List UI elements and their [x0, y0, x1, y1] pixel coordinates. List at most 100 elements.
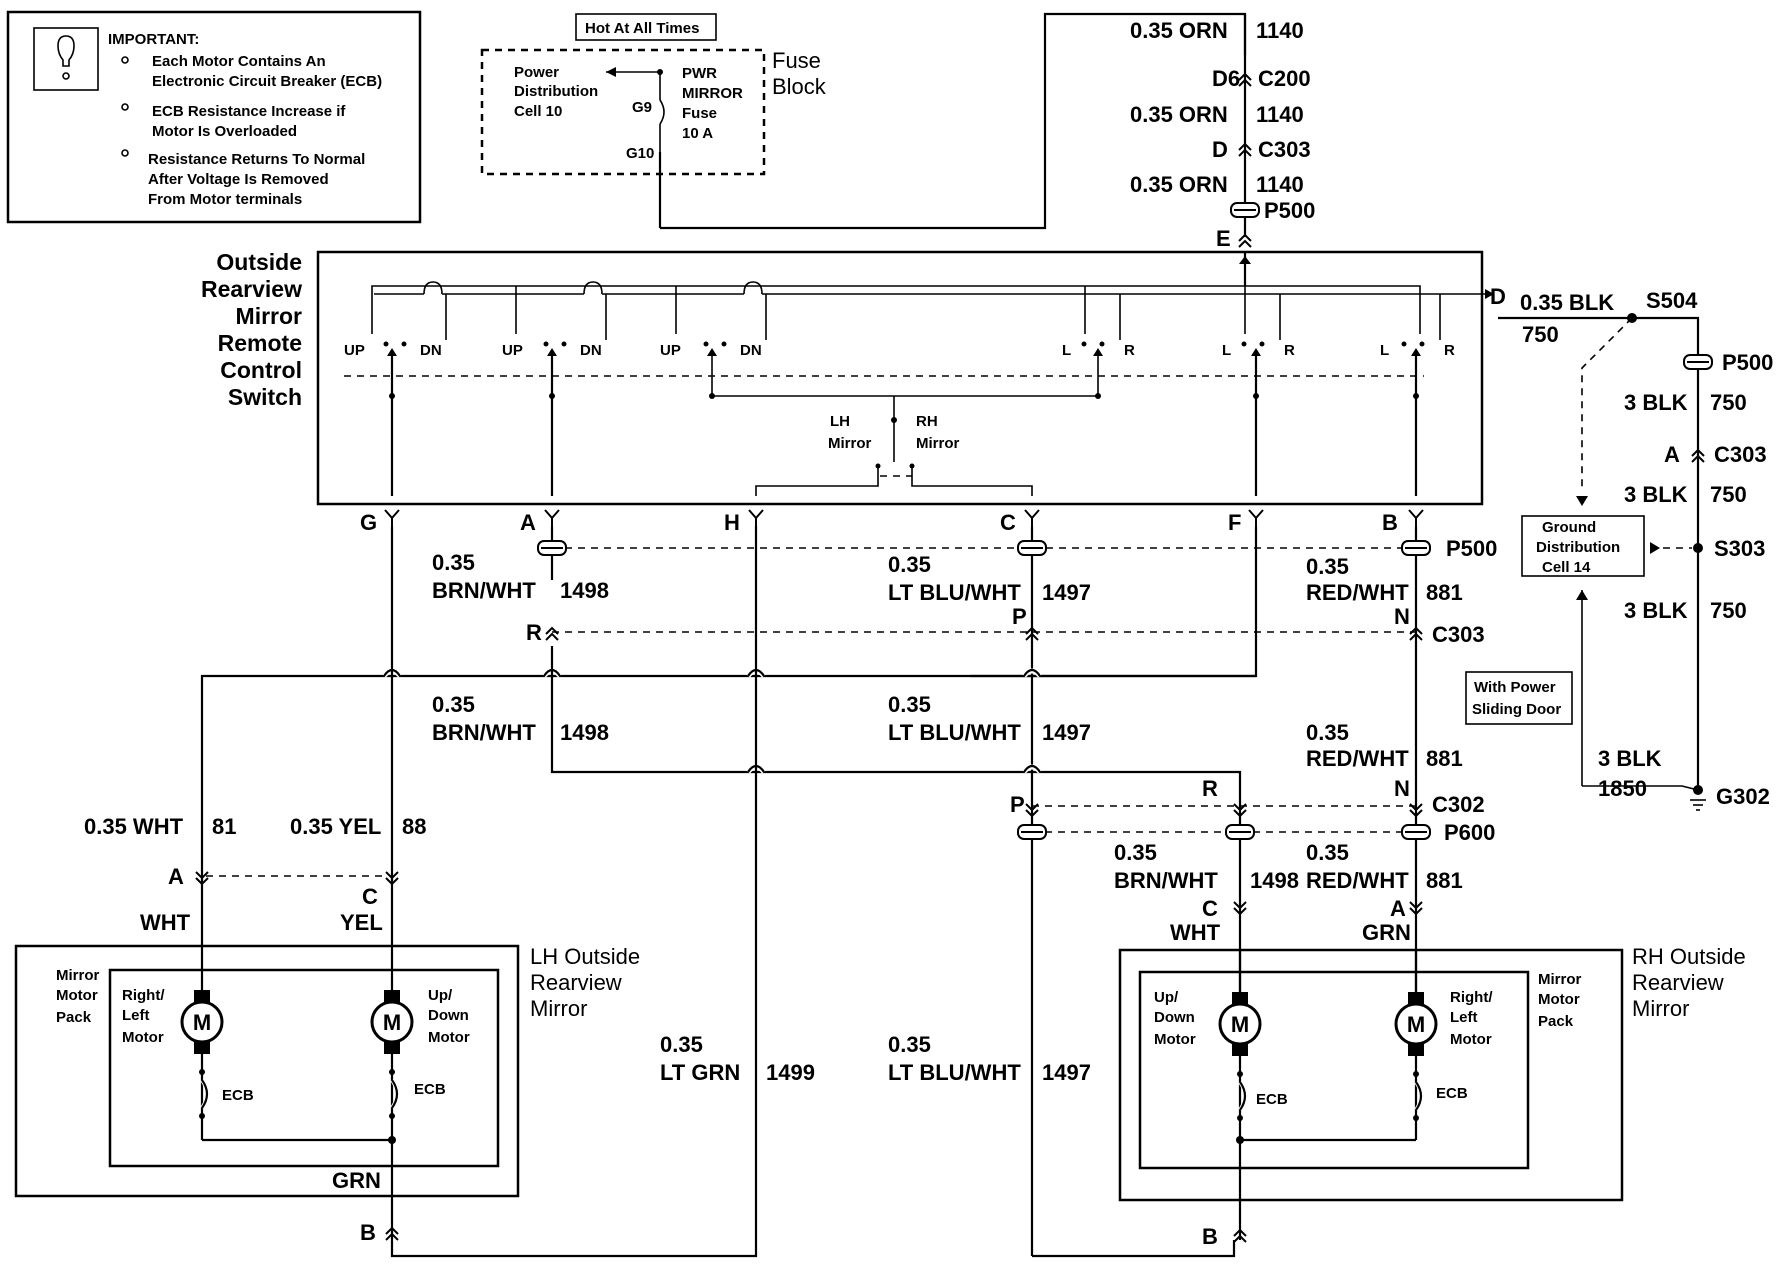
wire-label: 0.35	[432, 550, 475, 575]
note-line: After Voltage Is Removed	[148, 171, 329, 188]
wire-label: 0.35 BLK	[1520, 290, 1614, 315]
hot-at-all-times-label: Hot At All Times	[585, 20, 699, 37]
rh-right-left-motor: M Right/ Left Motor ECB	[1394, 989, 1493, 1121]
pin-label: D	[1490, 284, 1506, 309]
ecb-icon	[201, 1079, 209, 1109]
switch-title: Mirror	[236, 303, 303, 329]
wire-label: 0.35	[1114, 840, 1157, 865]
pin-label: C	[362, 884, 378, 909]
switch-title: Rearview	[201, 276, 302, 302]
wire-label: 0.35	[1306, 554, 1349, 579]
connector-label: P500	[1722, 350, 1773, 375]
connector-label: C303	[1432, 622, 1485, 647]
svg-text:DN: DN	[580, 342, 602, 359]
wire-label: RED/WHT	[1306, 580, 1409, 605]
pin-label: D6	[1212, 66, 1240, 91]
important-title: IMPORTANT:	[108, 31, 199, 48]
mirror-title: RH Outside	[1632, 944, 1746, 969]
svg-text:L: L	[1062, 342, 1071, 359]
wire-label: 0.35	[888, 1032, 931, 1057]
motor-label: Left	[1450, 1009, 1478, 1026]
circuit-number: 1497	[1042, 720, 1091, 745]
wire-label: 0.35	[888, 692, 931, 717]
connector-label: P500	[1446, 536, 1497, 561]
wire-label: 0.35 ORN	[1130, 102, 1228, 127]
note-line: Electronic Circuit Breaker (ECB)	[152, 73, 382, 90]
switch-title: Switch	[228, 384, 302, 410]
svg-text:UP: UP	[660, 342, 681, 359]
circuit-number: 1140	[1256, 18, 1304, 43]
splice-label: S303	[1714, 536, 1765, 561]
mirror-title: LH Outside	[530, 944, 640, 969]
connector-label: P500	[1264, 198, 1315, 223]
motor-symbol: M	[383, 1010, 401, 1035]
important-note: IMPORTANT: Each Motor Contains An Electr…	[6, 10, 422, 224]
mirror-title: Rearview	[1632, 970, 1724, 995]
pack-label: Mirror	[1538, 971, 1582, 988]
pack-label: Pack	[1538, 1013, 1574, 1030]
ground-dist-label: Ground	[1542, 519, 1596, 536]
note-line: Each Motor Contains An	[152, 53, 326, 70]
wire-label: 0.35 ORN	[1130, 172, 1228, 197]
motor-label: Up/	[428, 987, 453, 1004]
pin-label: R	[526, 620, 542, 645]
wire-label: LT GRN	[660, 1060, 740, 1085]
wire-label: 3 BLK	[1598, 746, 1662, 771]
splice-label: S504	[1646, 288, 1698, 313]
wire-label: 0.35	[1306, 840, 1349, 865]
pin-label: F	[1228, 510, 1241, 535]
switch-pins: G A H C F B	[360, 509, 1424, 535]
pack-label: Motor	[1538, 991, 1580, 1008]
motor-symbol: M	[1231, 1012, 1249, 1037]
wire-color: YEL	[340, 910, 383, 935]
circuit-number: 881	[1426, 746, 1463, 771]
note-line: ECB Resistance Increase if	[152, 103, 346, 120]
ecb-icon	[391, 1079, 399, 1109]
power-feed: 0.35 ORN 1140 D6 C200 0.35 ORN 1140 D C3…	[1130, 14, 1315, 251]
wire-label: BRN/WHT	[1114, 868, 1218, 893]
pin-label: B	[1202, 1224, 1218, 1249]
option-label: With Power	[1474, 679, 1556, 696]
pin-label: A	[1390, 896, 1406, 921]
selector-label: Mirror	[828, 435, 872, 452]
pd-label: Power	[514, 64, 559, 81]
connector-label: C200	[1258, 66, 1311, 91]
svg-text:R: R	[1124, 342, 1135, 359]
pin-label: G	[360, 510, 377, 535]
wire-label: RED/WHT	[1306, 868, 1409, 893]
lh-up-down-motor: M Up/ Down Motor ECB	[370, 987, 470, 1119]
circuit-number: 750	[1710, 598, 1747, 623]
fuse-icon	[659, 99, 665, 125]
pin-label: A	[1664, 442, 1680, 467]
motor-symbol: M	[193, 1010, 211, 1035]
wire-label: 3 BLK	[1624, 598, 1688, 623]
note-line: Motor Is Overloaded	[152, 123, 297, 140]
fuse-label: PWR	[682, 65, 717, 82]
svg-text:L: L	[1222, 342, 1231, 359]
pack-label: Pack	[56, 1009, 92, 1026]
ecb-label: ECB	[1256, 1091, 1288, 1108]
pin-label: A	[168, 864, 184, 889]
wire-label: 0.35	[432, 692, 475, 717]
selector-label: LH	[830, 413, 850, 430]
motor-label: Motor	[1154, 1031, 1196, 1048]
circuit-number: 1140	[1256, 102, 1304, 127]
lh-right-left-motor: M Right/ Left Motor ECB	[122, 987, 254, 1119]
circuit-number: 881	[1426, 868, 1463, 893]
wire-label: 0.35 WHT	[84, 814, 184, 839]
connector-label: C303	[1258, 137, 1311, 162]
motor-label: Down	[1154, 1009, 1195, 1026]
note-line: Resistance Returns To Normal	[148, 151, 365, 168]
motor-label: Motor	[428, 1029, 470, 1046]
wire-color: GRN	[1362, 920, 1411, 945]
ground-dist-label: Cell 14	[1542, 559, 1591, 576]
circuit-number: 881	[1426, 580, 1463, 605]
ecb-icon	[1239, 1081, 1247, 1111]
svg-text:R: R	[1444, 342, 1455, 359]
wire-label: 0.35	[888, 552, 931, 577]
pin-label: C	[1202, 896, 1218, 921]
pin-label: H	[724, 510, 740, 535]
wire-label: 0.35	[660, 1032, 703, 1057]
mirror-title: Mirror	[1632, 996, 1689, 1021]
motor-label: Motor	[122, 1029, 164, 1046]
